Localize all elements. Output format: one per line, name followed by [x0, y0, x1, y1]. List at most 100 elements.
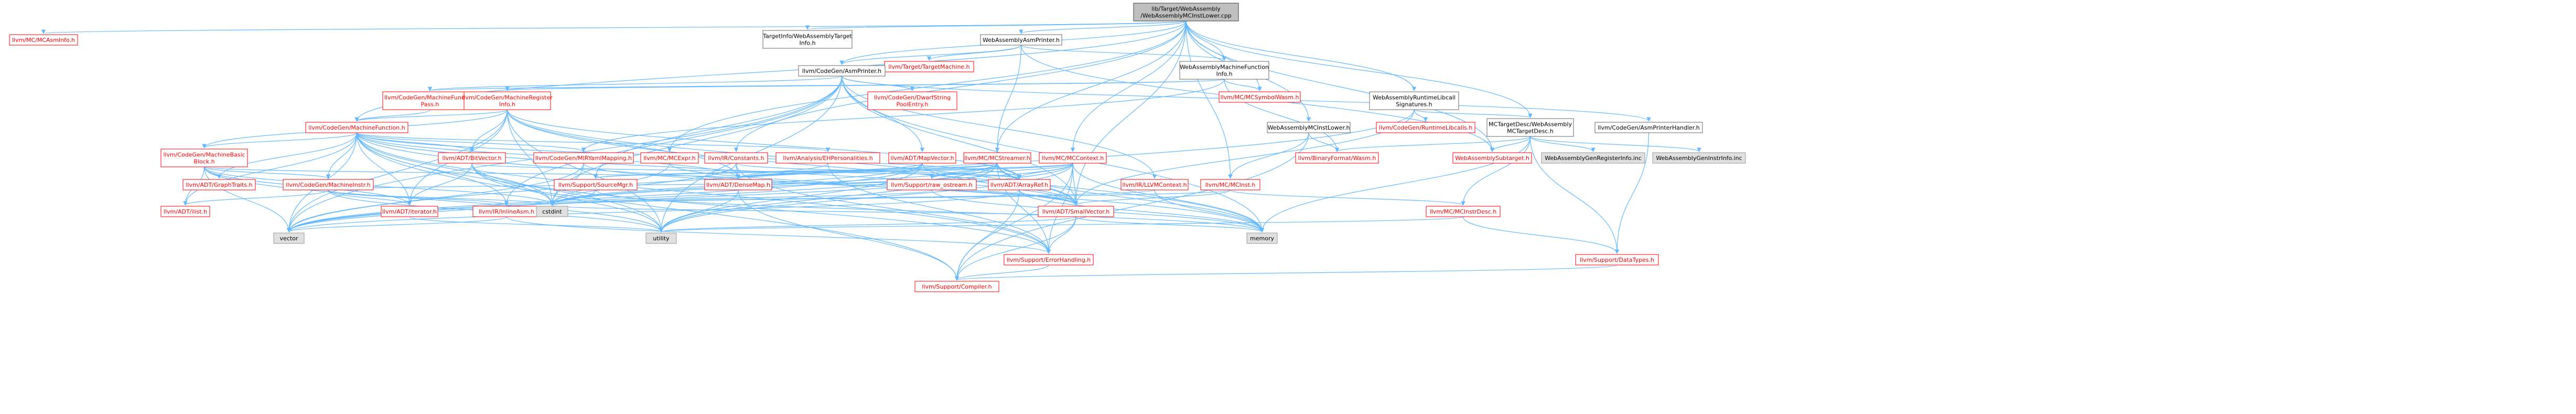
node-asmprinter-box [798, 65, 886, 77]
edge-mccontext-to-sourcemgr [594, 163, 1073, 179]
edge-root-to-mctargetdesc [1185, 20, 1533, 118]
node-asmprinter_wa-box [980, 34, 1062, 46]
edge-mcinst-to-mcinstrdesc [1230, 189, 1465, 206]
edge-mri-to-densemap [506, 109, 741, 179]
edge-mccontext-to-densemap [736, 163, 1073, 179]
edge-asmprinter_wa-to-mfi [1020, 45, 1226, 61]
node-constants[interactable]: llvm/IR/Constants.h [704, 152, 768, 164]
node-sourcemgr[interactable]: llvm/Support/SourceMgr.h [554, 179, 638, 190]
node-asmprinter[interactable]: llvm/CodeGen/AsmPrinter.h [798, 65, 886, 77]
node-llvmcontext[interactable]: llvm/IR/LLVMContext.h [1120, 179, 1189, 190]
edge-asmprinter_wa-to-asmprinter [839, 45, 1022, 65]
edge-mccontext-to-vector [286, 163, 1073, 232]
node-mirmapping[interactable]: llvm/CodeGen/MIRYamlMapping.h [533, 152, 634, 164]
node-asmprinter_wa[interactable]: WebAssemblyAsmPrinter.h [980, 34, 1062, 46]
node-iterator[interactable]: llvm/ADT/iterator.h [381, 206, 438, 217]
node-mapvector-label-0: llvm/ADT/MapVector.h [890, 155, 954, 162]
node-runtimelibcalls[interactable]: llvm/CodeGen/RuntimeLibcalls.h [1376, 122, 1475, 133]
edge-smallvector-to-utility [659, 216, 1076, 232]
node-mcinst[interactable]: llvm/MC/MCInst.h [1200, 179, 1260, 190]
edge-mctargetdesc-to-datatypes [1529, 136, 1620, 254]
node-mccontext[interactable]: llvm/MC/MCContext.h [1039, 152, 1107, 164]
node-sourcemgr-box [554, 179, 638, 190]
node-ilist[interactable]: llvm/ADT/ilist.h [160, 206, 210, 217]
edge-mfi-to-mcsymbolwasm [1224, 79, 1262, 91]
node-mcinstrdesc[interactable]: llvm/MC/MCInstrDesc.h [1426, 206, 1501, 217]
edge-mbb-to-machineinstr [203, 166, 331, 179]
edge-root-to-targetinfo [805, 20, 1187, 30]
node-mcinstlower-label-0: WebAssemblyMCInstLower.h [1268, 124, 1350, 131]
edge-mcstreamer-to-densemap [736, 163, 998, 179]
edge-rawostream-to-cstdint [550, 189, 932, 206]
edge-mbb-to-densemap [203, 166, 740, 179]
node-genregister: WebAssemblyGenRegisterInfo.inc [1541, 152, 1645, 164]
node-mcasminfo[interactable]: llvm/MC/MCAsmInfo.h [9, 34, 78, 46]
edge-smallvector-to-errorhandling [1046, 216, 1076, 254]
edge-mf-to-smallvector [356, 132, 1079, 206]
node-root[interactable]: lib/Target/WebAssembly/WebAssemblyMCInst… [1133, 3, 1239, 22]
node-densemap-box [704, 179, 772, 190]
node-mcinstlower[interactable]: WebAssemblyMCInstLower.h [1267, 122, 1351, 133]
edge-inlineasm-to-vector [287, 216, 507, 232]
node-mcexpr-box [640, 152, 699, 164]
node-binaryformat[interactable]: llvm/BinaryFormat/Wasm.h [1295, 152, 1379, 164]
edge-mf-to-cstdint [356, 132, 555, 206]
node-mri-label-0: llvm/CodeGen/MachineRegister [462, 94, 553, 101]
node-datatypes[interactable]: llvm/Support/DataTypes.h [1575, 254, 1659, 266]
edge-machineinstr-to-iterator [328, 189, 412, 206]
node-targetmachine-label-0: llvm/Target/TargetMachine.h [888, 63, 969, 70]
node-errorhandling[interactable]: llvm/Support/ErrorHandling.h [1004, 254, 1094, 266]
edge-mbb-to-cstdint [203, 166, 555, 206]
edge-bitvector-to-utility [471, 163, 664, 232]
node-memory-label-0: memory [1250, 235, 1274, 242]
edge-mf-to-iterator [356, 132, 412, 206]
edge-smallvector-to-compiler [954, 216, 1076, 281]
node-mcsymbolwasm[interactable]: llvm/MC/MCSymbolWasm.h [1219, 91, 1301, 103]
node-arrayref[interactable]: llvm/ADT/ArrayRef.h [988, 179, 1051, 190]
edge-mbb-to-utility [203, 166, 664, 232]
edge-sourcemgr-to-memory [595, 189, 1264, 232]
node-rawostream[interactable]: llvm/Support/raw_ostream.h [887, 179, 977, 190]
node-mcexpr[interactable]: llvm/MC/MCExpr.h [640, 152, 699, 164]
node-asmprinter-label-0: llvm/CodeGen/AsmPrinter.h [802, 68, 881, 75]
edge-mcstreamer-to-memory [997, 163, 1265, 232]
node-densemap[interactable]: llvm/ADT/DenseMap.h [704, 179, 772, 190]
node-mcstreamer[interactable]: llvm/MC/MCStreamer.h [963, 152, 1031, 164]
node-smallvector-label-0: llvm/ADT/SmallVector.h [1042, 208, 1110, 215]
node-inlineasm[interactable]: llvm/IR/InlineAsm.h [472, 206, 541, 217]
node-compiler[interactable]: llvm/Support/Compiler.h [914, 281, 999, 292]
node-bitvector[interactable]: llvm/ADT/BitVector.h [438, 152, 506, 164]
node-wasmsubtarget[interactable]: WebAssemblySubtarget.h [1452, 152, 1532, 164]
edge-ehpersonalities-to-errorhandling [827, 163, 1051, 254]
node-asmprinterhandler[interactable]: llvm/CodeGen/AsmPrinterHandler.h [1594, 122, 1703, 133]
node-smallvector[interactable]: llvm/ADT/SmallVector.h [1038, 206, 1114, 217]
node-root-box [1133, 3, 1239, 22]
node-runtimelibcalls-label-0: llvm/CodeGen/RuntimeLibcalls.h [1379, 124, 1472, 131]
edge-mctargetdesc-to-mcinstrdesc [1461, 136, 1531, 206]
node-ehpersonalities-box [775, 152, 880, 164]
node-mfi-label-1: Info.h [1216, 71, 1232, 78]
node-mapvector[interactable]: llvm/ADT/MapVector.h [888, 152, 956, 164]
node-graphtraits[interactable]: llvm/ADT/GraphTraits.h [182, 179, 256, 190]
edge-arrayref-to-compiler [954, 189, 1020, 281]
edge-mcinst-to-smallvector [1073, 189, 1231, 206]
node-ehpersonalities[interactable]: llvm/Analysis/EHPersonalities.h [775, 152, 880, 164]
node-mf[interactable]: llvm/CodeGen/MachineFunction.h [305, 122, 408, 133]
edge-mccontext-to-memory [1072, 163, 1265, 232]
node-machineinstr[interactable]: llvm/CodeGen/MachineInstr.h [283, 179, 374, 190]
edge-mri-to-utility [506, 109, 664, 232]
node-mcsymbolwasm-label-0: llvm/MC/MCSymbolWasm.h [1221, 94, 1299, 101]
node-mri-box [464, 91, 551, 110]
node-targetinfo-label-0: TargetInfo/WebAssemblyTarget [762, 33, 852, 40]
node-inlineasm-label-0: llvm/IR/InlineAsm.h [479, 208, 534, 215]
node-targetmachine[interactable]: llvm/Target/TargetMachine.h [884, 61, 974, 72]
node-mri-label-1: Info.h [499, 101, 515, 108]
